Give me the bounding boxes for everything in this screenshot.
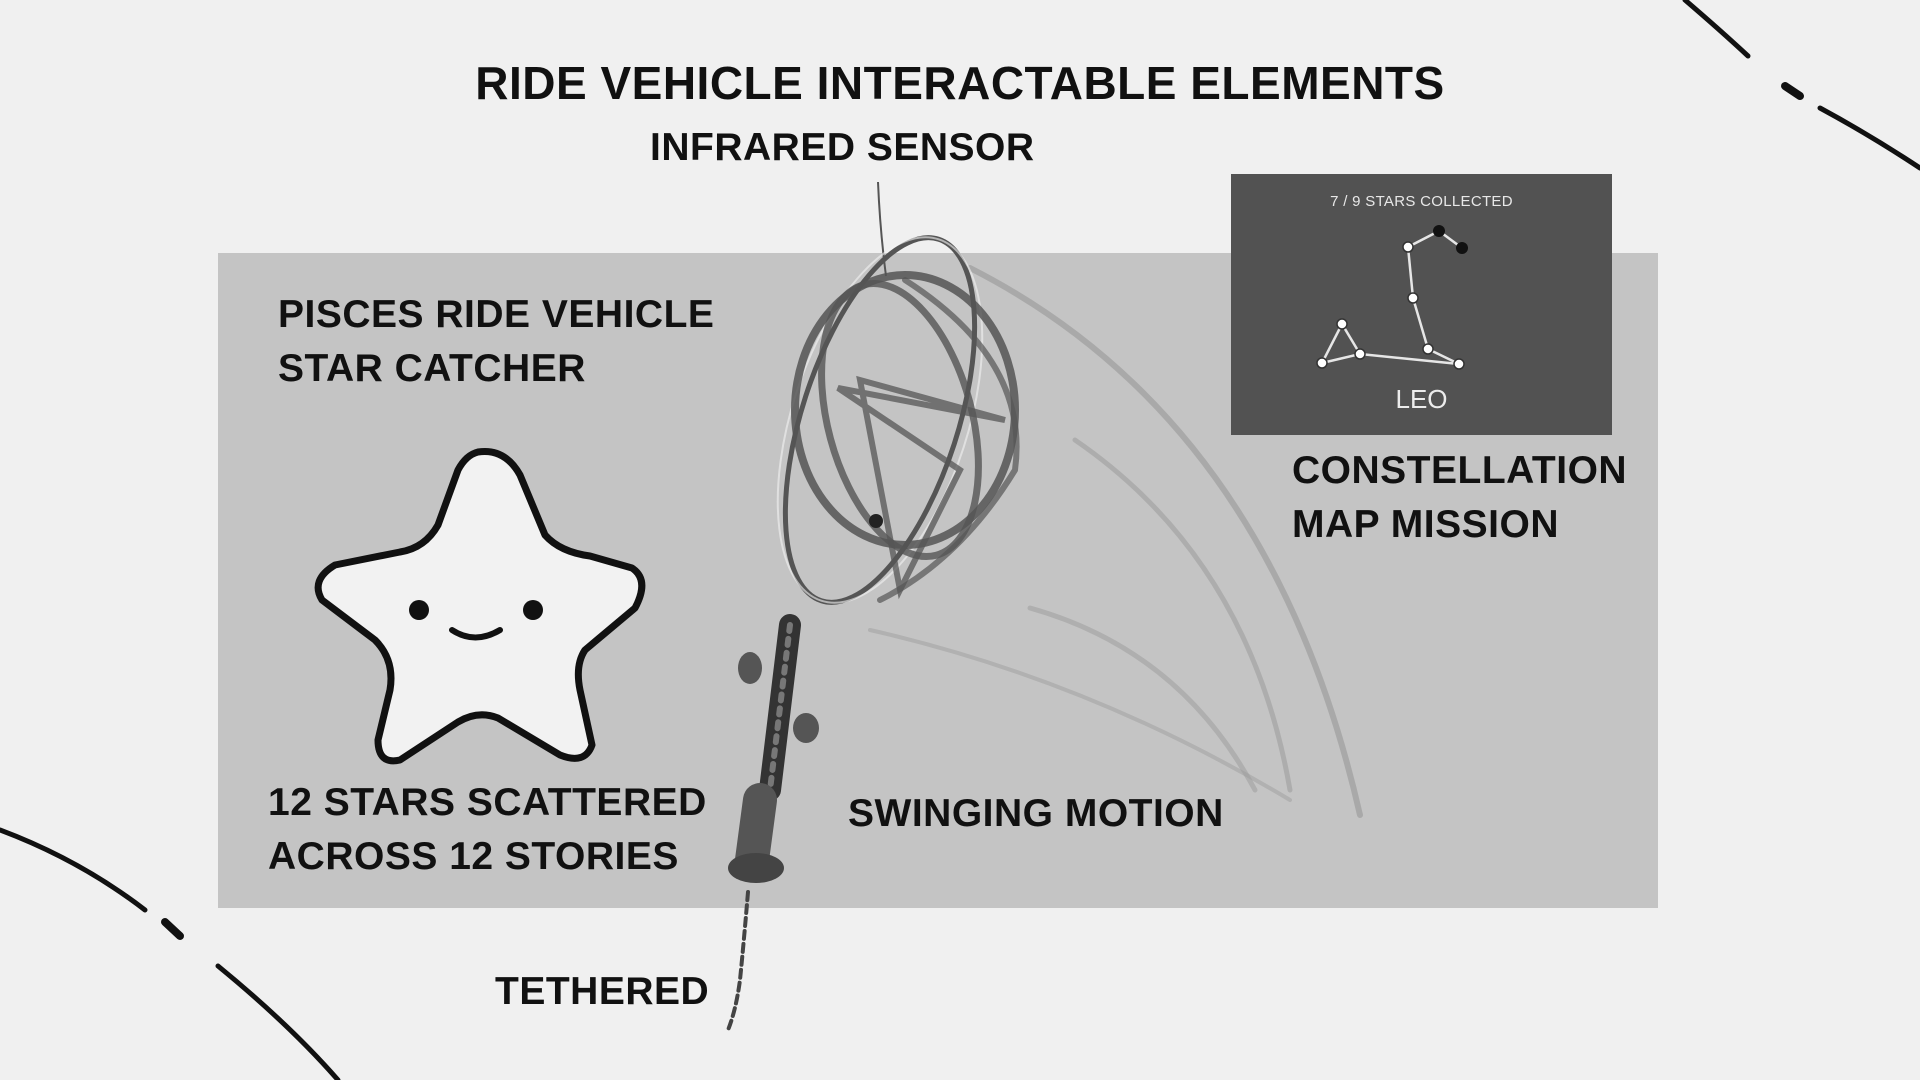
infrared-sensor-label: INFRARED SENSOR xyxy=(650,126,1035,169)
page-title: RIDE VEHICLE INTERACTABLE ELEMENTS xyxy=(475,57,1445,109)
constellation-map-label: CONSTELLATION MAP MISSION xyxy=(1292,444,1627,552)
leo-constellation-icon xyxy=(1316,225,1468,370)
ride-vehicle-label: PISCES RIDE VEHICLE STAR CATCHER xyxy=(278,288,714,396)
stars-scattered-label-line2: ACROSS 12 STORIES xyxy=(268,835,679,878)
tethered-label: TETHERED xyxy=(495,970,710,1013)
stars-collected-counter: 7 / 9 STARS COLLECTED xyxy=(1330,193,1513,210)
constellation-map-label-line1: CONSTELLATION xyxy=(1292,449,1628,492)
stars-scattered-label: 12 STARS SCATTERED ACROSS 12 STORIES xyxy=(268,776,707,884)
constellation-map-label-line2: MAP MISSION xyxy=(1292,503,1559,546)
swinging-motion-label: SWINGING MOTION xyxy=(848,792,1224,835)
stars-scattered-label-line1: 12 STARS SCATTERED xyxy=(268,781,707,824)
ride-vehicle-label-line1: PISCES RIDE VEHICLE xyxy=(278,293,715,336)
constellation-name: LEO xyxy=(1395,384,1448,414)
mission-card: 7 / 9 STARS COLLECTED LEO xyxy=(1231,174,1612,435)
ride-vehicle-label-line2: STAR CATCHER xyxy=(278,347,586,390)
